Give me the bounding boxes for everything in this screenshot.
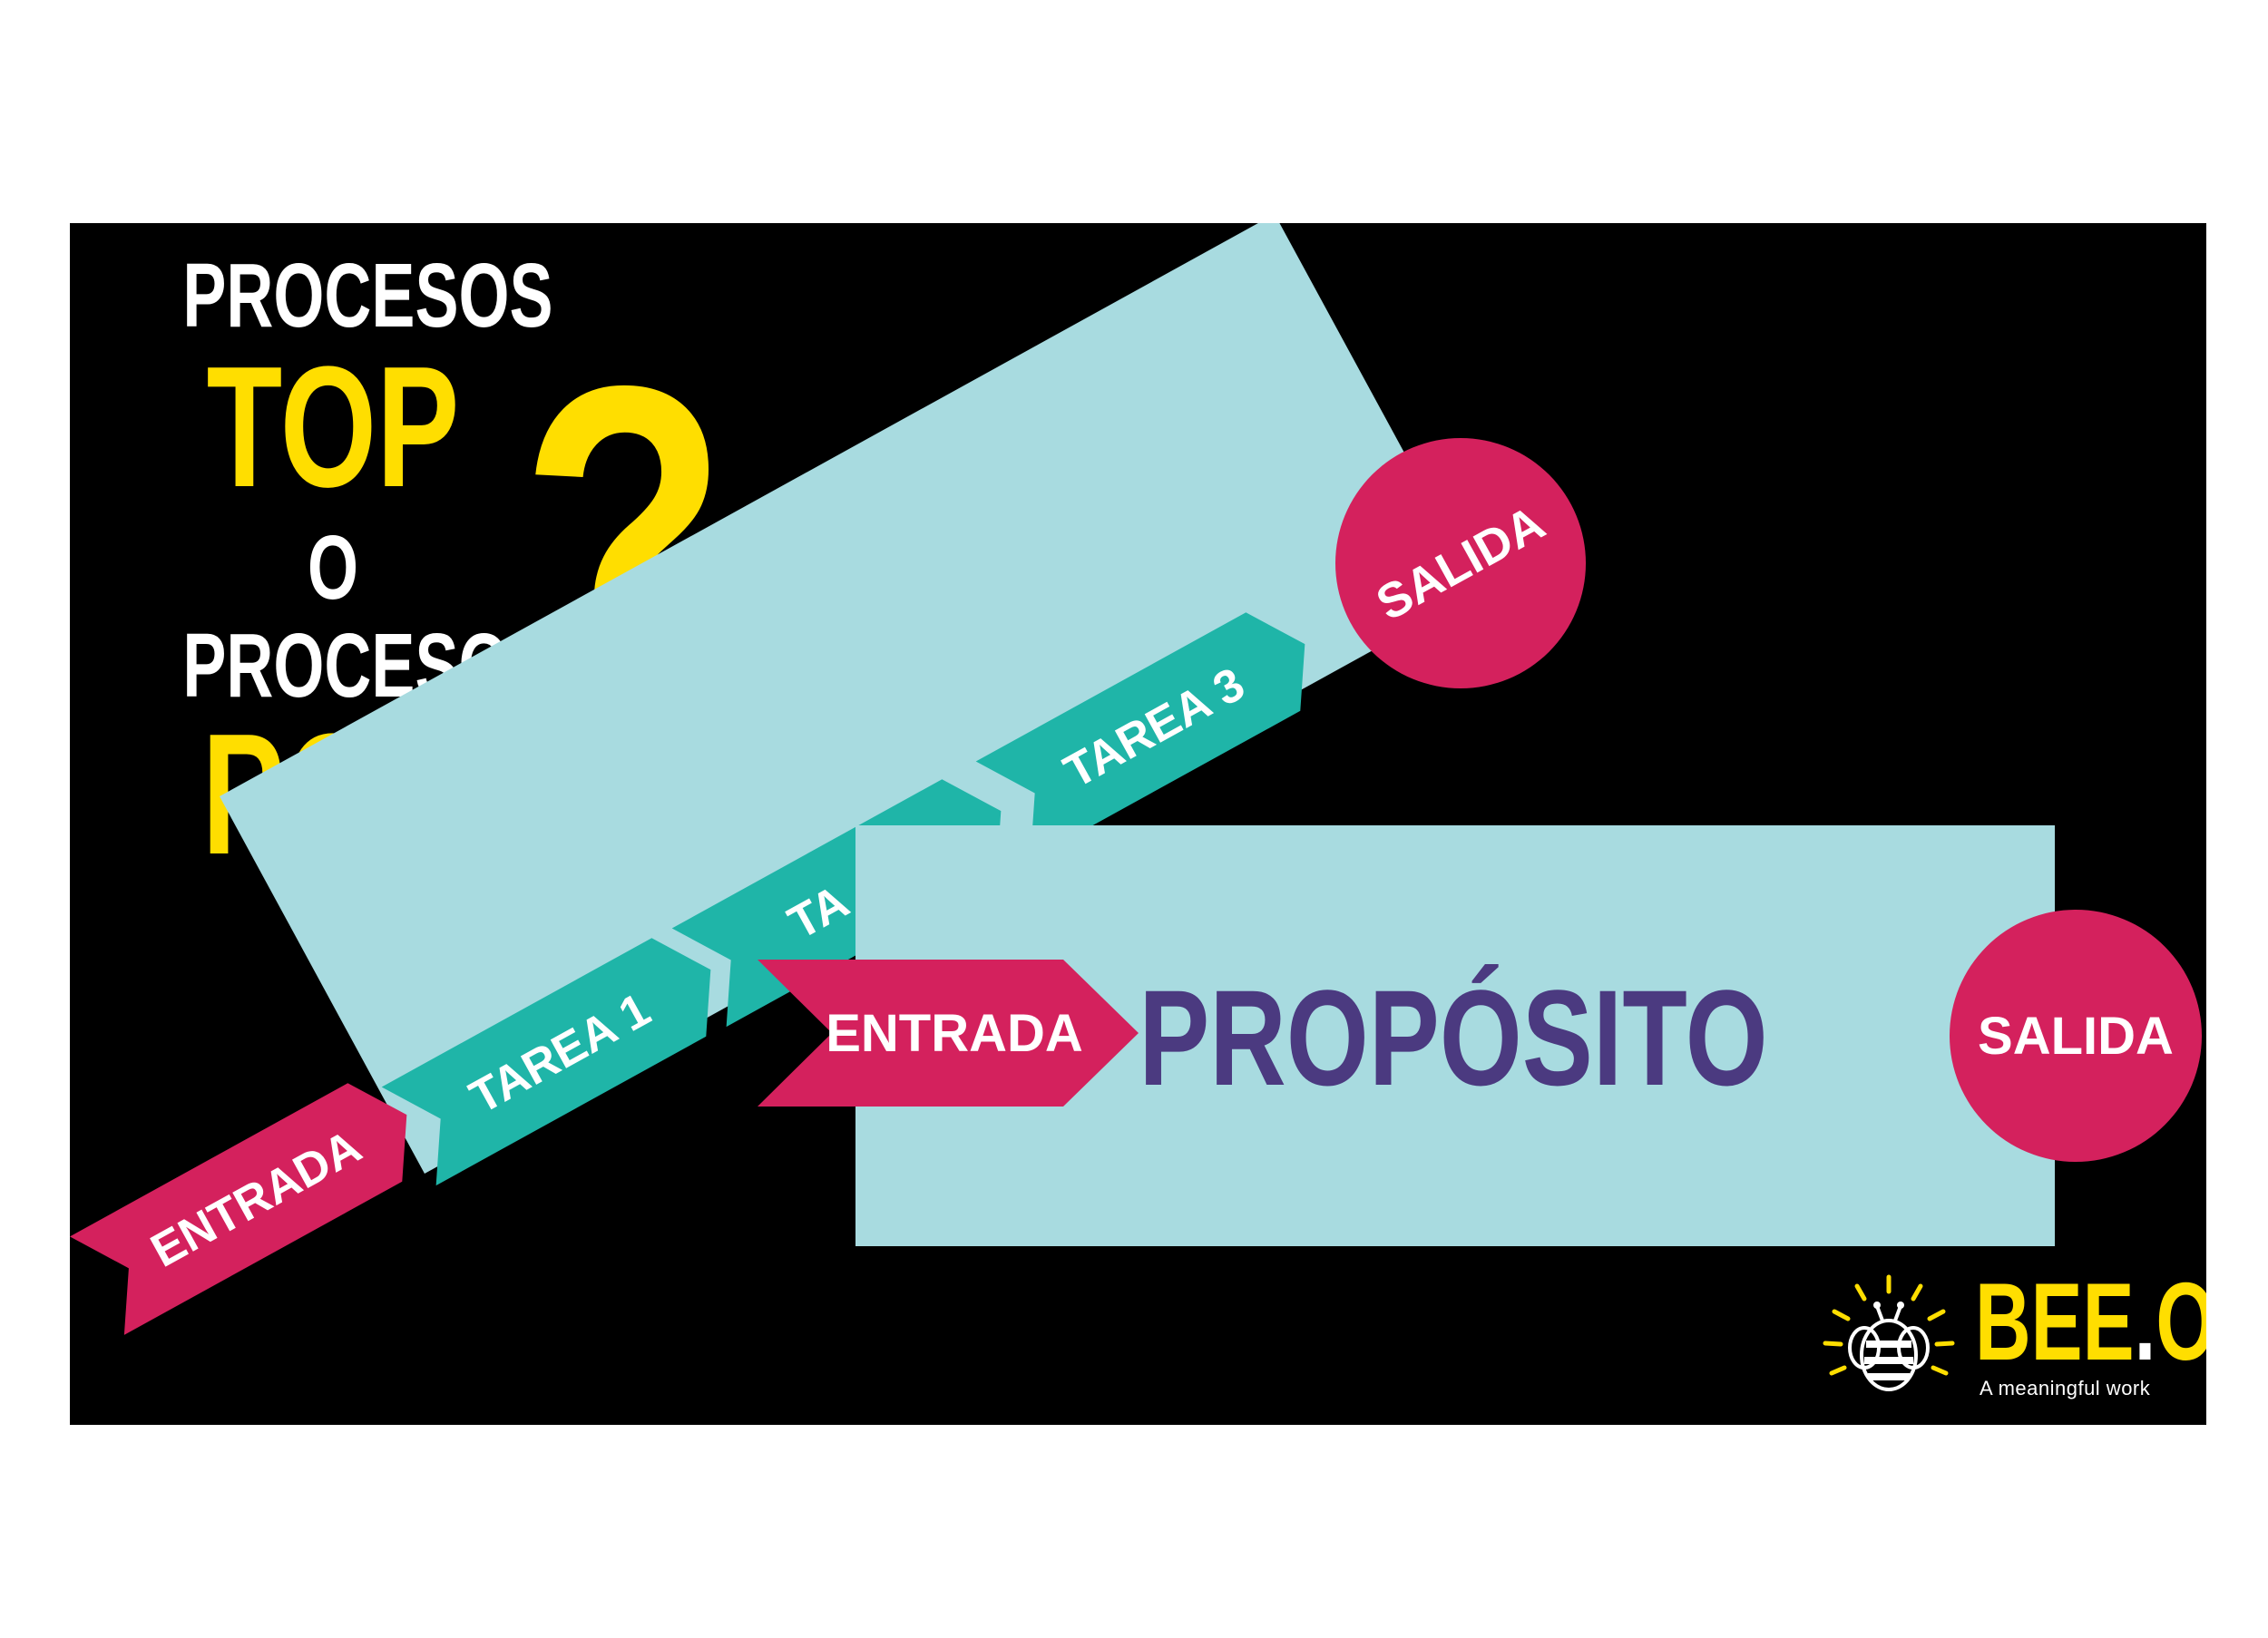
salida-tilted-circle xyxy=(1335,438,1586,688)
title-top: TOP xyxy=(206,331,460,523)
entrada-purpose-ribbon xyxy=(758,960,1139,1107)
salida-purpose-label: SALIDA xyxy=(1978,1007,2174,1066)
slide: PROCESOS TOP O PROCESOS POP ? TAREA 3 TA… xyxy=(70,223,2206,1425)
purpose-pipeline: ENTRADA PROPÓSITO SALIDA xyxy=(758,825,2202,1246)
logo-tagline: A meaningful work xyxy=(1980,1377,2151,1399)
logo-wordmark: BEE.ON xyxy=(1975,1260,2206,1383)
beeon-logo: BEE.ON A meaningful work xyxy=(1803,1266,2206,1402)
process-diagram: TAREA 3 TA TAREA 1 ENTRADA SALIDA xyxy=(70,223,2202,1335)
tilted-panel xyxy=(220,223,1480,1174)
proposito-label: PROPÓSITO xyxy=(1139,961,1767,1114)
entrada-purpose-label: ENTRADA xyxy=(826,1004,1083,1063)
salida-purpose-circle xyxy=(1950,910,2202,1162)
title-o: O xyxy=(307,517,359,619)
entrada-tilted-ribbon: ENTRADA xyxy=(70,1083,407,1335)
bee-icon xyxy=(1823,1274,1955,1391)
